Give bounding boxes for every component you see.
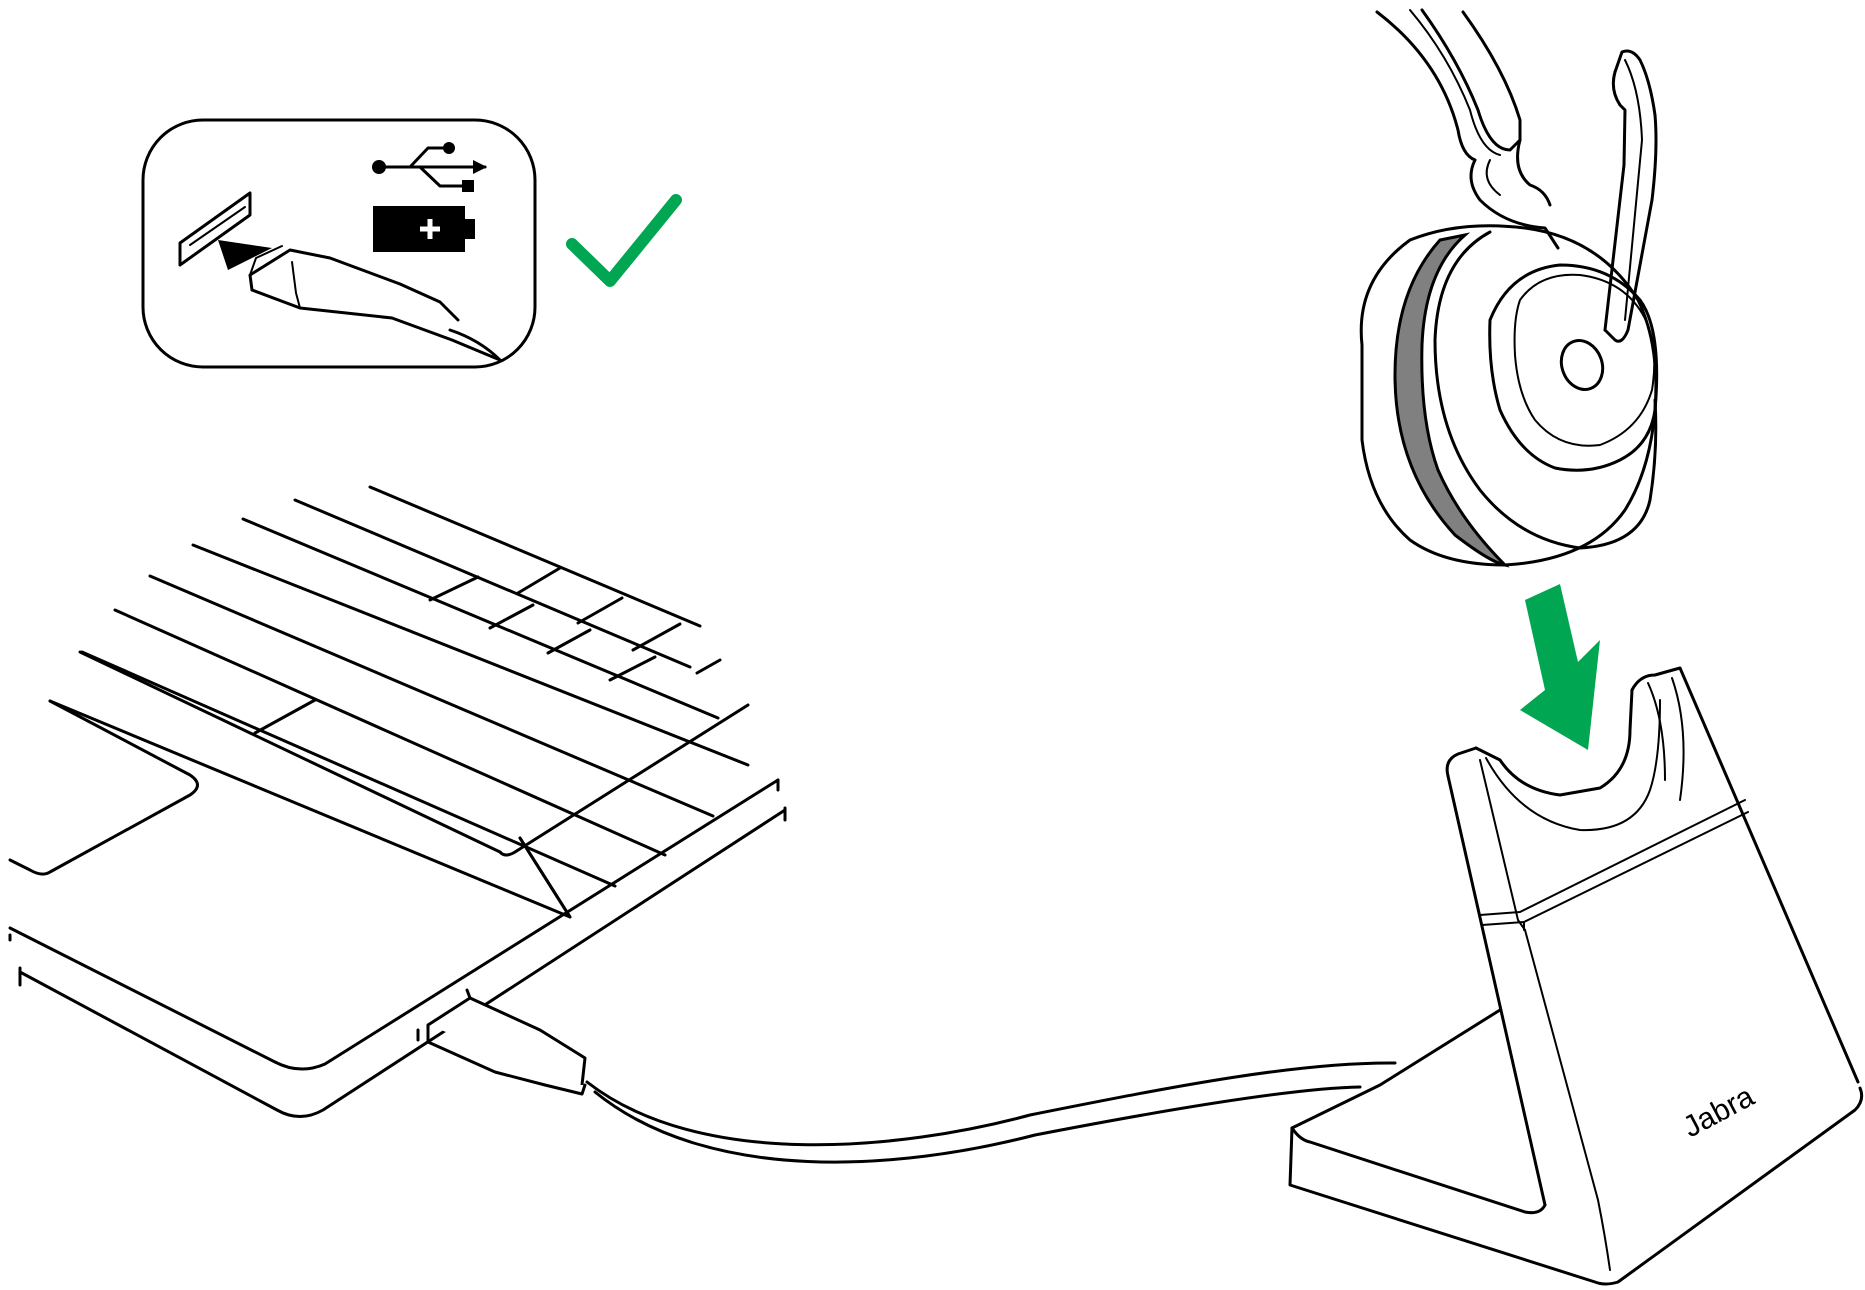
usb-charging-callout: [141, 118, 537, 369]
usb-icon: [372, 142, 487, 192]
headset: [1359, 8, 1659, 568]
down-arrow-icon: [1520, 584, 1600, 750]
laptop: [8, 485, 787, 1118]
usb-port-icon: [178, 191, 272, 270]
charging-stand: Jabra: [1288, 666, 1864, 1286]
brand-label: Jabra: [1678, 1080, 1760, 1145]
keyboard: [8, 485, 750, 919]
checkmark-icon: [566, 194, 682, 287]
usb-plug-icon: [248, 245, 502, 362]
usb-cable: [416, 988, 1397, 1164]
headset-button: [1559, 339, 1605, 391]
battery-charging-icon: [373, 206, 475, 252]
